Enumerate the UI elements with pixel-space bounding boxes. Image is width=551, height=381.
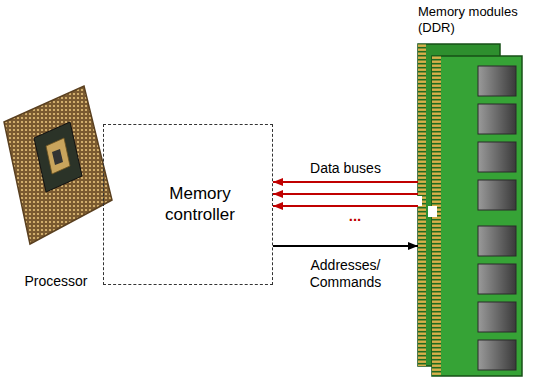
dimm-front bbox=[432, 56, 522, 376]
memory-modules bbox=[414, 44, 522, 376]
memory-chip bbox=[478, 226, 516, 256]
memory-chips bbox=[478, 66, 516, 370]
memory-chip bbox=[478, 66, 516, 96]
memory-chip bbox=[478, 264, 516, 294]
dimm-notch bbox=[414, 196, 422, 206]
ellipsis-mark: ... bbox=[325, 207, 385, 225]
command-arrow bbox=[273, 245, 418, 247]
data-bus-arrow bbox=[273, 193, 418, 195]
chip-package bbox=[4, 86, 112, 244]
memory-chip bbox=[478, 180, 516, 210]
chip-die bbox=[34, 122, 82, 192]
node-label: Memory modules (DDR) bbox=[418, 4, 518, 37]
processor-chip bbox=[4, 86, 112, 244]
memory-module-group: Memory modules (DDR) bbox=[418, 2, 530, 378]
node-label: Memory controller bbox=[150, 184, 250, 225]
dimm-notch bbox=[428, 206, 437, 217]
memory-chip bbox=[478, 104, 516, 134]
memory-chip bbox=[478, 302, 516, 332]
edge-label: Addresses/ Commands bbox=[298, 257, 394, 291]
chip-core bbox=[46, 138, 70, 174]
memory-chip bbox=[478, 340, 516, 370]
processor-label: Processor bbox=[14, 273, 98, 290]
data-bus-arrow bbox=[273, 205, 418, 207]
data-bus-arrow bbox=[273, 181, 418, 183]
memory-chip bbox=[478, 142, 516, 172]
edge-label: Data buses bbox=[291, 160, 401, 177]
controller-box: Memory controller bbox=[103, 124, 273, 285]
chip-core-center bbox=[52, 149, 63, 165]
